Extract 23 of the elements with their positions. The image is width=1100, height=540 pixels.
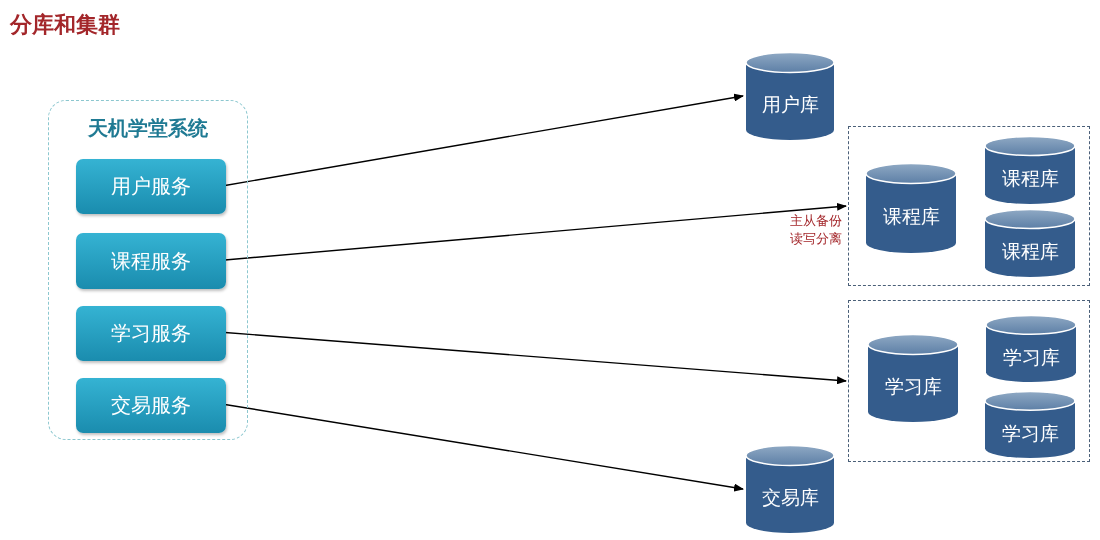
cluster-box (848, 300, 1090, 462)
database-name: 学习库 (1001, 344, 1061, 369)
service-box: 学习服务 (76, 306, 226, 361)
service-box: 课程服务 (76, 233, 226, 289)
database-name: 学习库 (883, 374, 943, 398)
cluster-box (848, 126, 1090, 286)
note-text: 主从备份 (790, 212, 842, 230)
database-name: 用户库 (760, 92, 820, 116)
database-name: 交易库 (760, 485, 820, 509)
system-group (48, 100, 248, 440)
arrow (224, 331, 847, 385)
diagram-title: 分库和集群 (10, 11, 120, 39)
arrow (224, 403, 744, 492)
service-box: 用户服务 (76, 159, 226, 214)
database-name: 课程库 (1000, 239, 1060, 263)
note-text: 读写分离 (790, 230, 842, 248)
service-box: 交易服务 (76, 378, 226, 433)
database-name: 课程库 (1000, 166, 1060, 190)
arrow (224, 202, 847, 261)
arrow (224, 93, 744, 187)
database-name: 课程库 (881, 204, 941, 228)
group-title: 天机学堂系统 (87, 115, 209, 142)
database-name: 学习库 (1000, 420, 1060, 445)
